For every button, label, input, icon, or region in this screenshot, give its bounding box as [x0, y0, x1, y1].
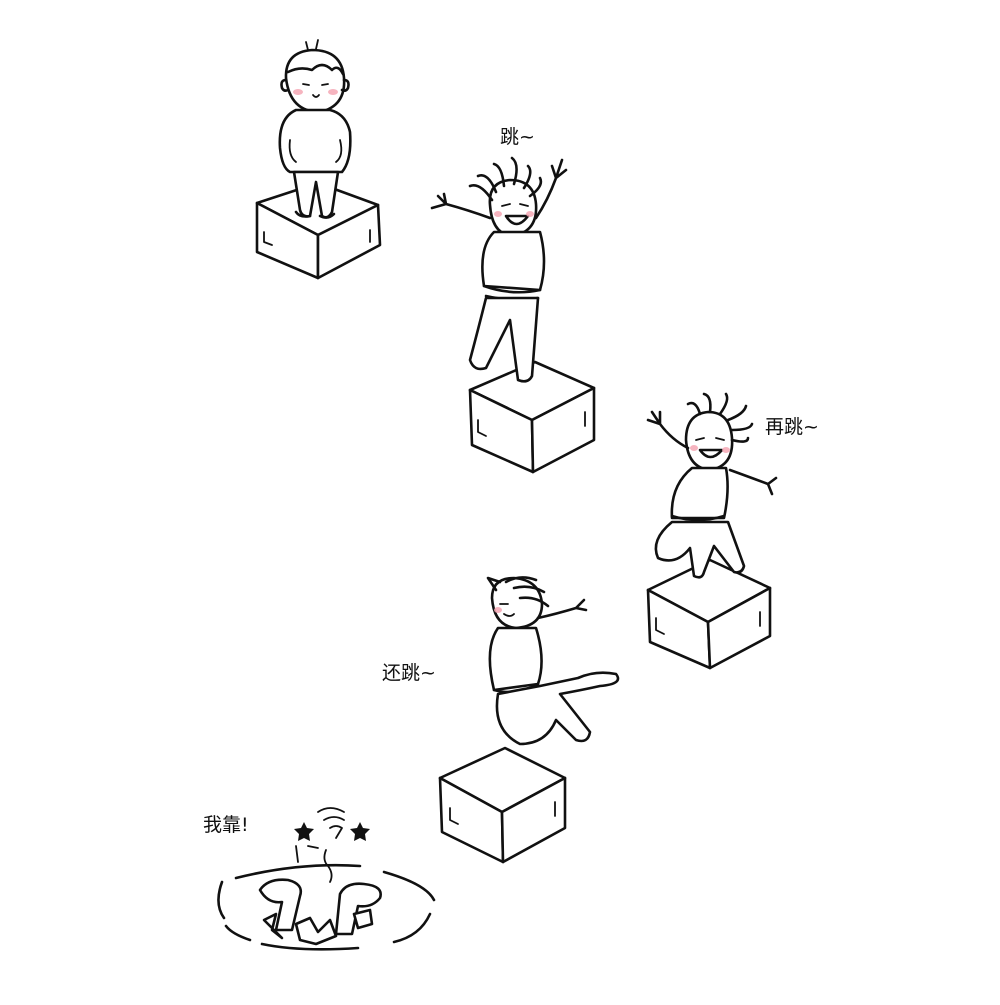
dizzy-star-icon	[294, 822, 314, 841]
figure-jump	[430, 156, 568, 383]
figure-standing	[278, 39, 352, 219]
block-4	[438, 746, 567, 864]
caption-jump-again: 再跳~	[765, 416, 819, 438]
figure-jump-again	[646, 392, 778, 579]
figure-fallen	[217, 807, 436, 951]
dizzy-star-icon	[350, 822, 370, 841]
caption-ouch: 我靠!	[203, 814, 249, 836]
caption-jump-still: 还跳~	[382, 662, 436, 684]
block-1	[255, 181, 382, 280]
figure-leap	[486, 576, 620, 746]
block-2	[468, 360, 596, 474]
caption-jump: 跳~	[500, 126, 535, 148]
block-3	[646, 558, 772, 670]
